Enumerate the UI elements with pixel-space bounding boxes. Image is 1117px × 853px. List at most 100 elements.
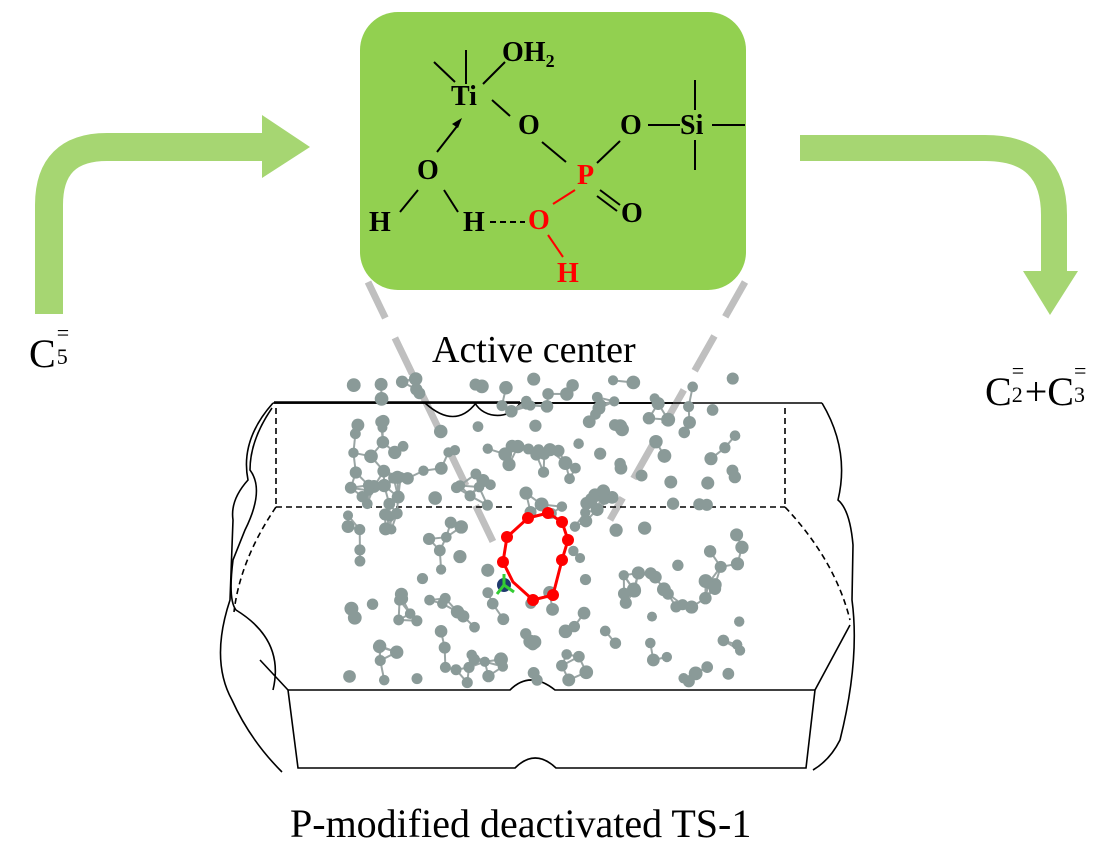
product-label: C=2+C=3 (985, 358, 1087, 415)
ring-oxygen-atom (501, 531, 513, 543)
atom-o-red: O (528, 205, 550, 236)
zeolite-framework (341, 372, 749, 689)
framework-atom (693, 498, 706, 511)
framework-atom (450, 664, 462, 676)
product-c2-sup: = (1011, 358, 1025, 383)
framework-atom (374, 392, 389, 406)
framework-atom (664, 475, 678, 489)
framework-atom (410, 383, 423, 396)
framework-atom (362, 479, 375, 491)
framework-atom (453, 549, 467, 564)
framework-atom (393, 614, 405, 626)
framework-atom (537, 466, 550, 478)
framework-atom (433, 424, 448, 439)
framework-atom (397, 440, 409, 452)
framework-atom (411, 673, 423, 685)
framework-atom (661, 651, 673, 663)
framework-atom (375, 416, 387, 428)
framework-atom (687, 381, 698, 393)
atom-ti: Ti (451, 81, 477, 112)
framework-atom (388, 445, 402, 460)
framework-atom (341, 520, 355, 534)
framework-atom (470, 468, 482, 480)
product-c3-scripts: =3 (1074, 358, 1087, 408)
bonds-black (399, 50, 745, 213)
framework-atom (734, 645, 746, 656)
framework-atom (461, 677, 473, 689)
framework-atom (354, 555, 366, 567)
framework-atom (343, 670, 356, 683)
ring-oxygen-atom (556, 554, 568, 566)
framework-atom (722, 667, 735, 680)
framework-atom (474, 379, 489, 394)
framework-atom (454, 480, 466, 491)
framework-atom (394, 587, 408, 601)
left-arrow-head (262, 115, 310, 178)
framework-atom (599, 625, 611, 637)
ti-bonds (495, 574, 515, 595)
framework-atom (594, 447, 607, 460)
framework-atom (469, 621, 480, 633)
framework-atom (378, 674, 390, 686)
framework-atom (374, 377, 388, 391)
active-center-label: Active center (432, 329, 636, 371)
framework-atom (717, 634, 730, 647)
framework-atom (499, 380, 513, 395)
framework-atom (591, 391, 603, 403)
framework-atom (642, 411, 656, 425)
framework-atom (615, 422, 629, 437)
atom-h-red: H (557, 258, 579, 289)
framework-atom (552, 444, 565, 457)
framework-atom (472, 421, 484, 432)
framework-atom (463, 661, 475, 673)
framework-atom (568, 620, 581, 633)
framework-atom (377, 478, 391, 493)
product-c3-sup: = (1073, 358, 1087, 383)
framework-atom (349, 466, 362, 479)
framework-atom (383, 497, 396, 510)
framework-atom (434, 461, 448, 475)
framework-atom (706, 404, 719, 416)
framework-atom (568, 545, 579, 557)
framework-atom (454, 520, 468, 534)
framework-atom (530, 448, 543, 461)
framework-atom (644, 567, 657, 580)
framework-atom (482, 669, 495, 683)
framework-atom (569, 462, 581, 474)
framework-atom (344, 481, 357, 494)
framework-atom (614, 461, 628, 475)
framework-atom (579, 573, 592, 586)
framework-atom (556, 501, 568, 512)
framework-atom (730, 557, 745, 571)
framework-atom (435, 564, 447, 575)
framework-atom (439, 661, 451, 673)
atom-oh2-text: OH (502, 37, 546, 68)
framework-atom (646, 611, 658, 622)
atom-h-mid: H (463, 207, 485, 238)
coordination-arrow-head (452, 118, 462, 128)
framework-atom (391, 490, 405, 504)
framework-atom (404, 608, 416, 620)
framework-atom (433, 544, 446, 557)
framework-atom (531, 674, 543, 686)
framework-atom (573, 438, 584, 449)
framework-atom (416, 572, 429, 585)
framework-atom (347, 610, 362, 625)
framework-atom (424, 594, 435, 606)
framework-atom (450, 605, 465, 619)
framework-atom (351, 418, 365, 432)
framework-atom (645, 637, 656, 649)
atom-o-si: O (620, 110, 642, 141)
framework-atom (348, 447, 359, 459)
framework-atom (651, 396, 665, 411)
framework-atom (683, 401, 695, 413)
product-c2-sub: 2 (1011, 382, 1023, 407)
ring-oxygen-atom (522, 512, 534, 524)
framework-atom (646, 653, 660, 667)
framework-atom (558, 456, 573, 471)
framework-atom (678, 426, 691, 439)
framework-atom (395, 472, 406, 483)
framework-atom (590, 408, 601, 420)
framework-atom (635, 469, 648, 482)
